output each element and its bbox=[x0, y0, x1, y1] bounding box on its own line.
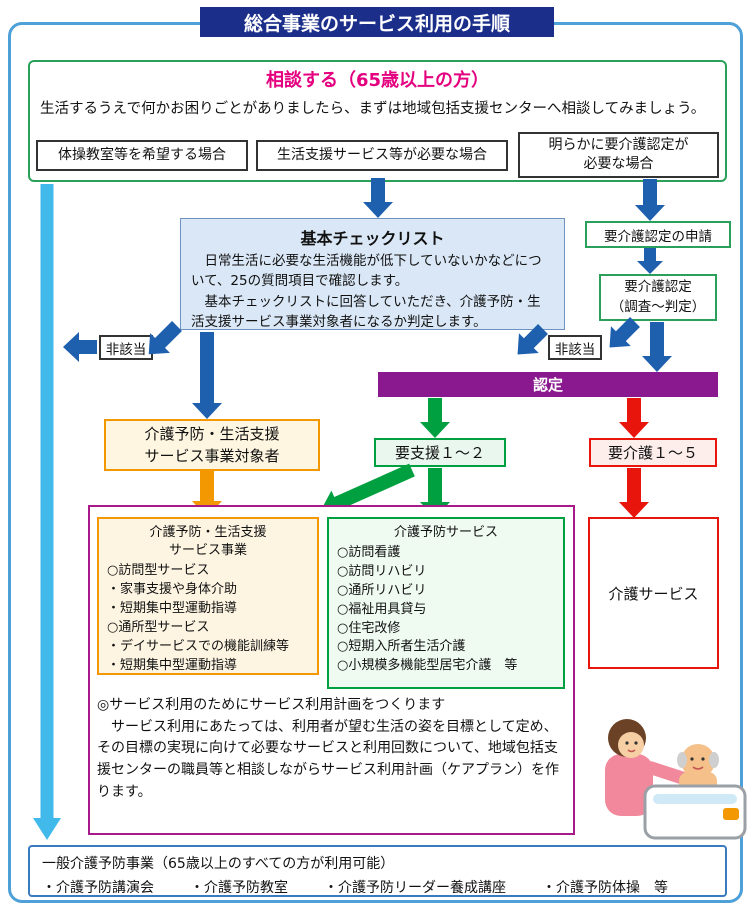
option-needs-certification: 明らかに要介護認定が 必要な場合 bbox=[518, 132, 719, 178]
care-plan-note: ◎サービス利用のためにサービス利用計画をつくります サービス利用にあたっては、利… bbox=[97, 695, 567, 803]
certification-application-box: 要介護認定の申請 bbox=[585, 221, 731, 248]
elderly-head bbox=[681, 744, 715, 778]
arrow-application-to-certification bbox=[637, 248, 663, 274]
yokaigo-box: 要介護１～５ bbox=[589, 438, 717, 467]
yoshien-box: 要支援１～２ bbox=[374, 438, 506, 467]
caregiver-face bbox=[618, 732, 644, 758]
list-item: ・短期集中型運動指導 bbox=[107, 601, 238, 617]
list-item: ○訪問看護 bbox=[337, 545, 401, 561]
arrow-not-applicable-left-out bbox=[63, 332, 97, 362]
list-item: ○訪問リハビリ bbox=[337, 564, 427, 580]
list-item: ○通所型サービス bbox=[107, 619, 210, 635]
option-life-support-service: 生活支援サービス等が必要な場合 bbox=[256, 140, 508, 171]
list-item: ・家事支援や身体介助 bbox=[107, 582, 238, 598]
list-item: ○小規模多機能型居宅介護 等 bbox=[337, 658, 518, 674]
cyan-long-down-arrow bbox=[33, 184, 61, 840]
arrow-consult-to-application bbox=[635, 179, 665, 221]
prevention-services-box: 介護予防サービス ○訪問看護 ○訪問リハビリ ○通所リハビリ ○福祉用具貸与 ○… bbox=[327, 517, 565, 689]
bathing-illustration bbox=[605, 719, 747, 840]
list-item: ○福祉用具貸与 bbox=[337, 601, 427, 617]
list-item: ・短期集中型運動指導 bbox=[107, 657, 238, 673]
list-item: ○短期入所者生活介護 bbox=[337, 639, 466, 655]
list-item: ○住宅改修 bbox=[337, 620, 401, 636]
list-item: ・介護予防講演会 bbox=[42, 880, 154, 896]
caregiver-body bbox=[605, 754, 653, 816]
arrow-consult-to-checklist bbox=[363, 178, 393, 218]
care-plan-note-heading: ◎サービス利用のためにサービス利用計画をつくります bbox=[97, 697, 446, 713]
care-plan-note-body: サービス利用にあたっては、利用者が望む生活の姿を目標として定め、その目標の実現に… bbox=[97, 718, 559, 800]
prevention-services-title: 介護予防サービス bbox=[393, 525, 498, 540]
arrow-not-applicable-right-out bbox=[517, 324, 548, 355]
general-prevention-box: 一般介護予防事業（65歳以上のすべての方が利用可能） ・介護予防講演会 ・介護予… bbox=[28, 845, 727, 897]
service-business-title: 介護予防・生活支援 サービス事業 bbox=[149, 525, 267, 559]
project-target-box: 介護予防・生活支援 サービス事業対象者 bbox=[104, 419, 320, 471]
service-business-box: 介護予防・生活支援 サービス事業 ○訪問型サービス ・家事支援や身体介助 ・短期… bbox=[97, 517, 319, 675]
not-applicable-label-right: 非該当 bbox=[548, 335, 602, 360]
list-item: ・デイサービスでの機能訓練等 bbox=[107, 638, 290, 654]
arrow-checklist-to-not-applicable bbox=[148, 321, 182, 355]
bath-bucket bbox=[723, 808, 739, 820]
arrow-nintei-to-yoshien bbox=[420, 398, 450, 438]
arrow-checklist-to-target bbox=[192, 332, 222, 419]
certification-judgement-box: 要介護認定 （調査～判定） bbox=[599, 274, 717, 321]
arrow-yokaigo-to-care bbox=[619, 468, 649, 518]
list-item: ・介護予防教室 bbox=[190, 880, 288, 896]
option-exercise-class: 体操教室等を希望する場合 bbox=[36, 140, 248, 171]
basic-checklist-box: 基本チェックリスト 日常生活に必要な生活機能が低下していないかなどについて、25… bbox=[180, 218, 565, 330]
checklist-body: 日常生活に必要な生活機能が低下していないかなどについて、25の質問項目で確認しま… bbox=[191, 253, 542, 330]
arrow-nintei-to-yokaigo bbox=[619, 398, 649, 438]
consult-description: 生活するうえで何かお困りごとがありましたら、まずは地域包括支援センターへ相談して… bbox=[40, 101, 706, 117]
arrow-certification-to-not-applicable bbox=[609, 317, 640, 348]
list-item: ・介護予防体操 等 bbox=[542, 880, 668, 896]
list-item: ・介護予防リーダー養成講座 bbox=[324, 880, 506, 896]
consult-heading: 相談する（65歳以上の方） bbox=[265, 70, 490, 91]
page-title: 総合事業のサービス利用の手順 bbox=[200, 7, 554, 37]
arrow-certification-to-nintei bbox=[642, 322, 672, 372]
arrow-yoshien-to-service-diagonal bbox=[320, 463, 415, 517]
general-prevention-heading: 一般介護予防事業（65歳以上のすべての方が利用可能） bbox=[42, 856, 395, 872]
list-item: ○通所リハビリ bbox=[337, 582, 427, 598]
nintei-result-bar: 認定 bbox=[378, 372, 718, 397]
list-item: ○訪問型サービス bbox=[107, 563, 210, 579]
general-prevention-items: ・介護予防講演会 ・介護予防教室 ・介護予防リーダー養成講座 ・介護予防体操 等 bbox=[42, 877, 713, 897]
not-applicable-label-left: 非該当 bbox=[99, 335, 153, 360]
checklist-title: 基本チェックリスト bbox=[300, 229, 445, 248]
care-service-box: 介護サービス bbox=[588, 517, 719, 669]
